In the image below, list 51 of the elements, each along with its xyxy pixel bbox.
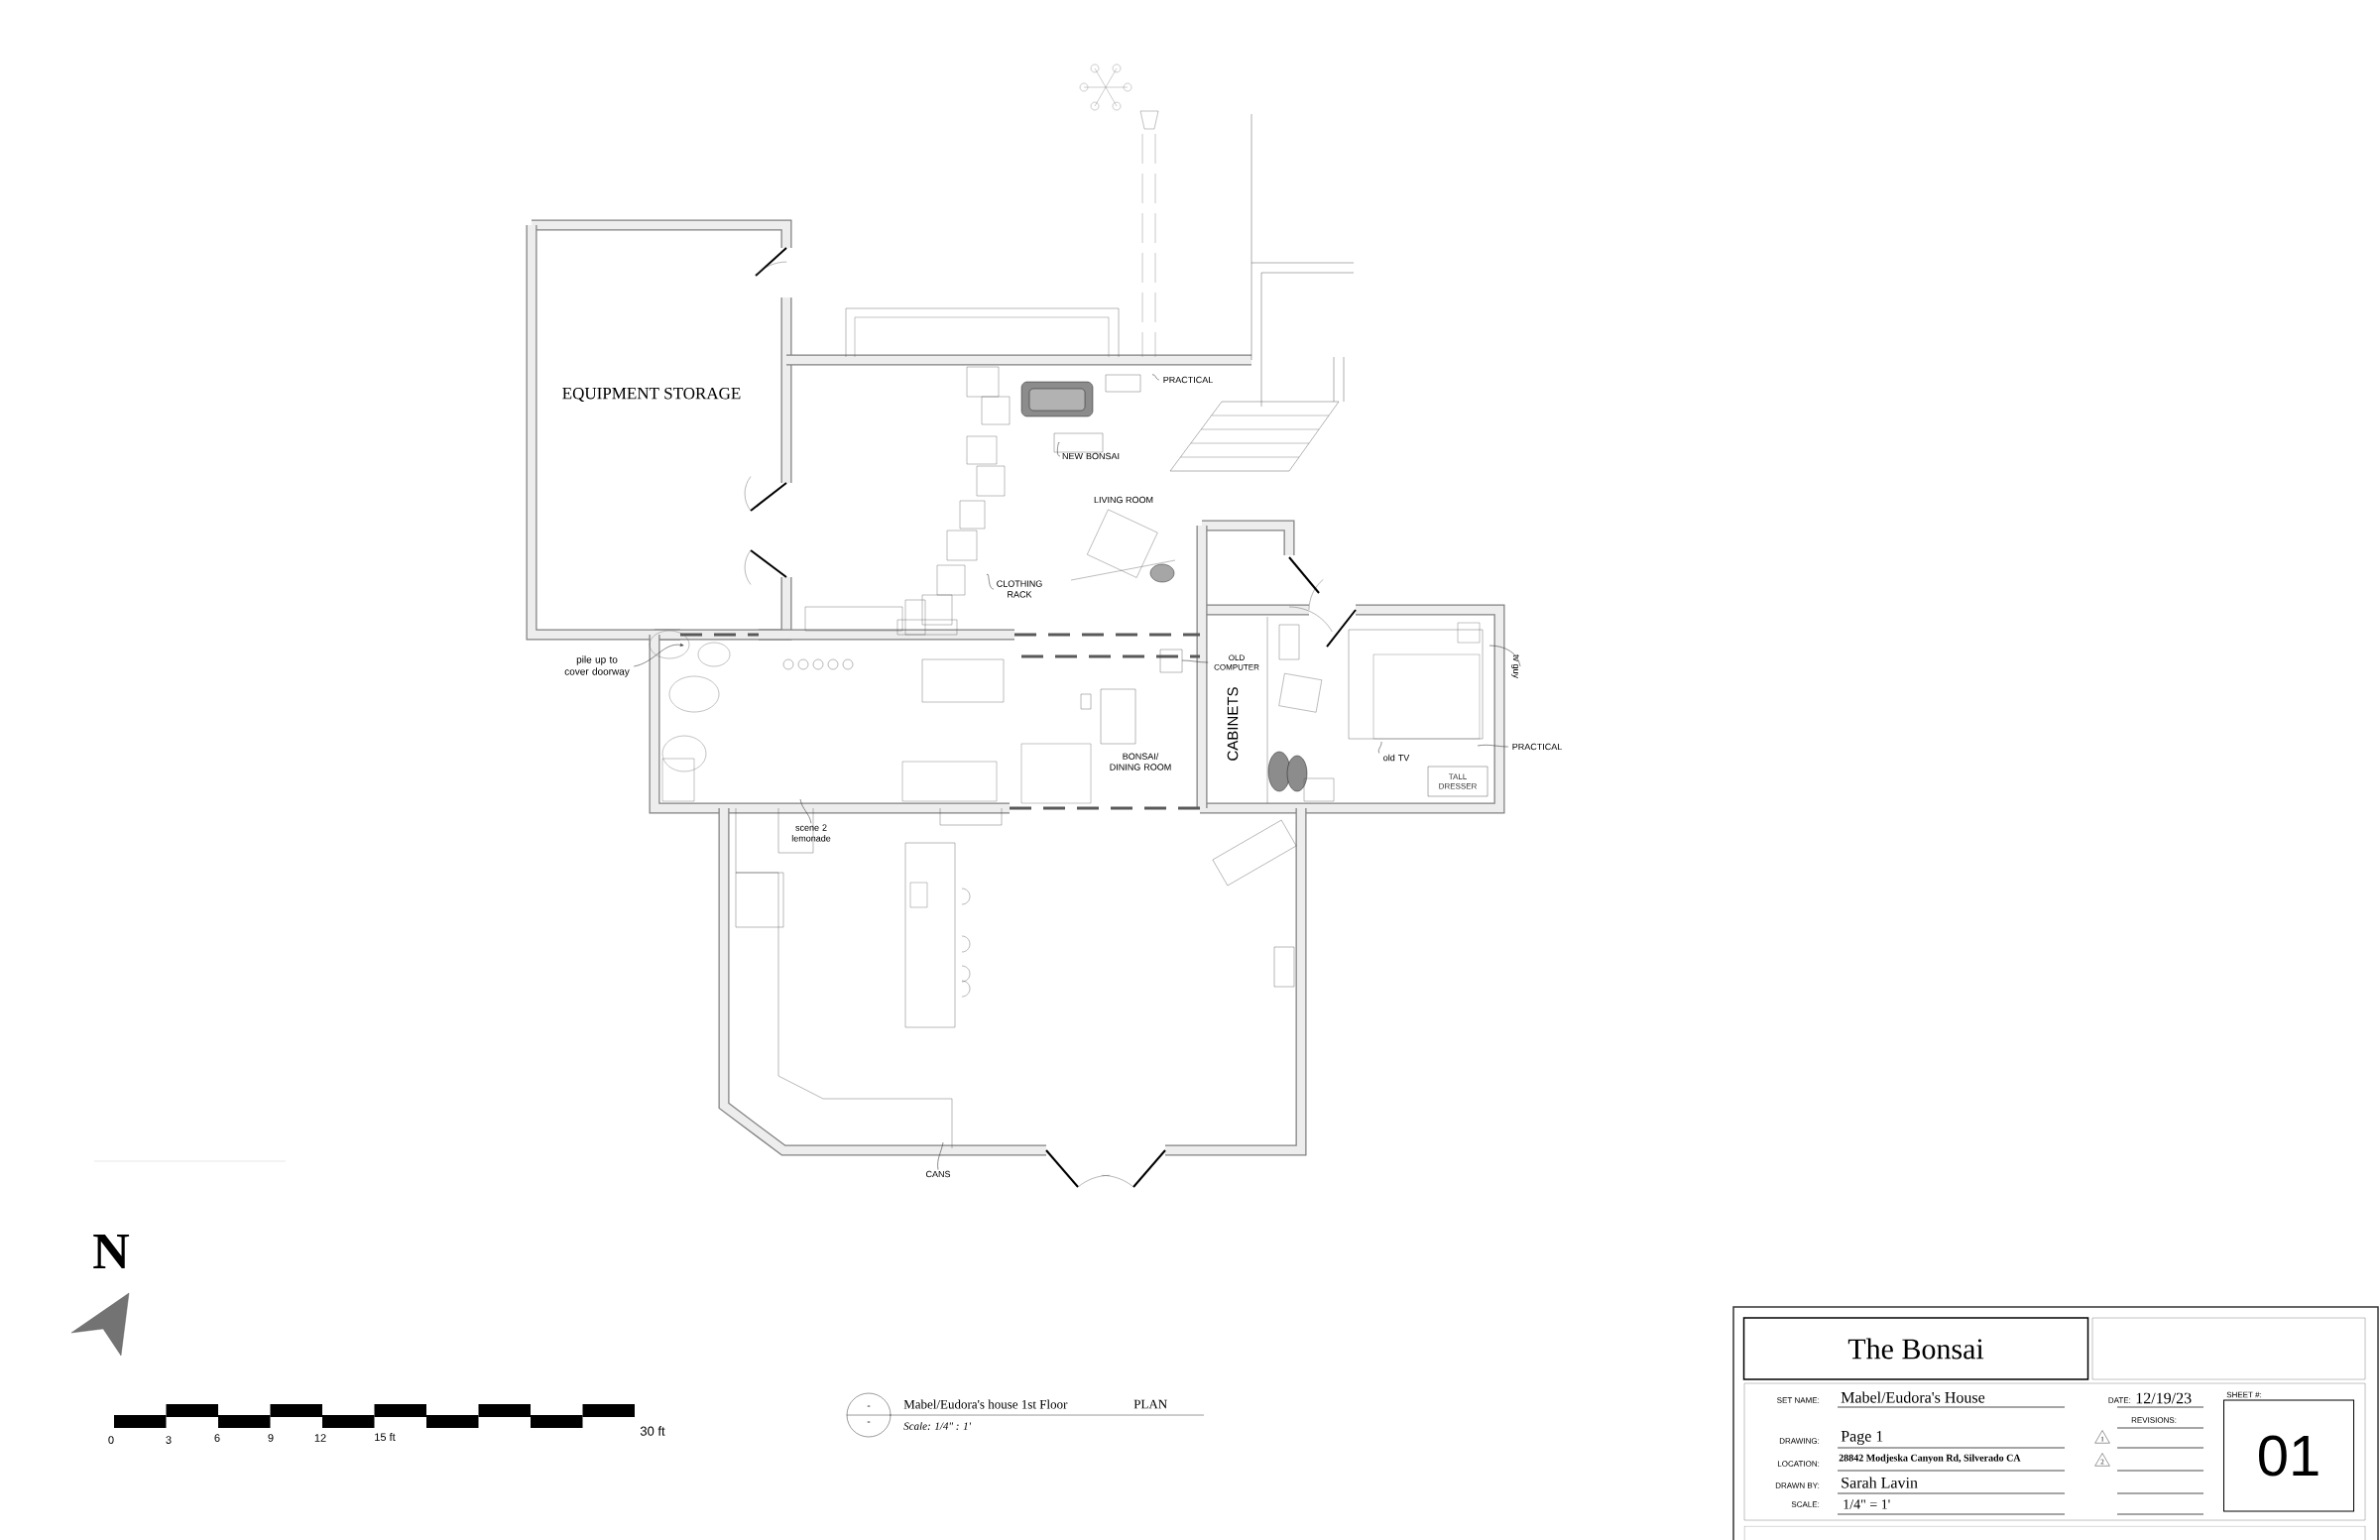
field-value: 12/19/23 xyxy=(2136,1392,2192,1404)
scale-tick-label: 6 xyxy=(214,1434,220,1442)
handwritten-note: NEW BONSAI xyxy=(1062,452,1120,460)
scale-tick-label: 3 xyxy=(166,1436,172,1444)
handwritten-note: OLD COMPUTER xyxy=(1214,654,1259,670)
drawing-title: Mabel/Eudora's house 1st Floor xyxy=(903,1399,1068,1409)
scale-tick-label: 12 xyxy=(314,1434,326,1442)
drawing-title: PLAN xyxy=(1133,1399,1167,1409)
field-label: SET NAME: xyxy=(1777,1397,1820,1403)
sheet-number-box: 01 SHEET #: xyxy=(2223,1391,2355,1512)
title-box: The Bonsai xyxy=(1742,1317,2089,1380)
leader-line xyxy=(986,573,995,590)
handwritten-note: scene 2 lemonade xyxy=(791,824,831,842)
field-label: SCALE: xyxy=(1791,1501,1820,1507)
scale-tick-label: 15 ft xyxy=(375,1433,396,1442)
handwritten-note: CLOTHING RACK xyxy=(997,580,1042,598)
room-label: LIVING ROOM xyxy=(1094,496,1153,504)
field-value: Sarah Lavin xyxy=(1842,1477,1918,1488)
room-label: BONSAI/ DINING ROOM xyxy=(1110,753,1171,770)
room-label: EQUIPMENT STORAGE xyxy=(562,388,741,402)
leader-line xyxy=(1488,645,1521,667)
scale-tick-label: 9 xyxy=(268,1434,274,1442)
leader-line xyxy=(799,798,812,824)
drawing-scale: Scale: 1/4" : 1' xyxy=(903,1422,972,1430)
field-label: REVISIONS: xyxy=(2131,1417,2177,1423)
handwritten-note: PRACTICAL xyxy=(1512,743,1562,751)
leader-line xyxy=(1057,441,1061,457)
leader-line xyxy=(633,643,684,667)
handwritten-note: pile up to cover doorway xyxy=(564,655,630,677)
north-letter: N xyxy=(93,1235,130,1269)
field-value: 28842 Modjeska Canyon Rd, Silverado CA xyxy=(1839,1454,2021,1464)
dresser-box: TALL DRESSER xyxy=(1427,766,1488,797)
scale-tick-label: 30 ft xyxy=(640,1426,665,1436)
handwritten-note: PRACTICAL xyxy=(1163,376,1213,384)
room-label: CABINETS xyxy=(1227,687,1239,761)
field-value: Page 1 xyxy=(1841,1431,1883,1445)
node-label: SHEET #: xyxy=(2226,1391,2262,1398)
handwritten-note: CANS xyxy=(925,1170,951,1178)
handwritten-note: old TV xyxy=(1383,754,1410,762)
field-label: DRAWN BY: xyxy=(1775,1482,1820,1488)
scale-tick-label: 0 xyxy=(108,1436,114,1444)
leader-line xyxy=(937,1141,944,1170)
leader-line xyxy=(1151,374,1160,381)
field-value: 1/4" = 1' xyxy=(1844,1499,1890,1509)
field-label: DATE: xyxy=(2108,1397,2131,1403)
field-label: DRAWING: xyxy=(1779,1438,1820,1444)
handwritten-note: tv guy xyxy=(1511,654,1519,678)
leader-line xyxy=(1477,745,1509,748)
leader-line xyxy=(1181,659,1209,663)
leader-line xyxy=(1377,741,1382,754)
field-label: LOCATION: xyxy=(1777,1461,1820,1467)
